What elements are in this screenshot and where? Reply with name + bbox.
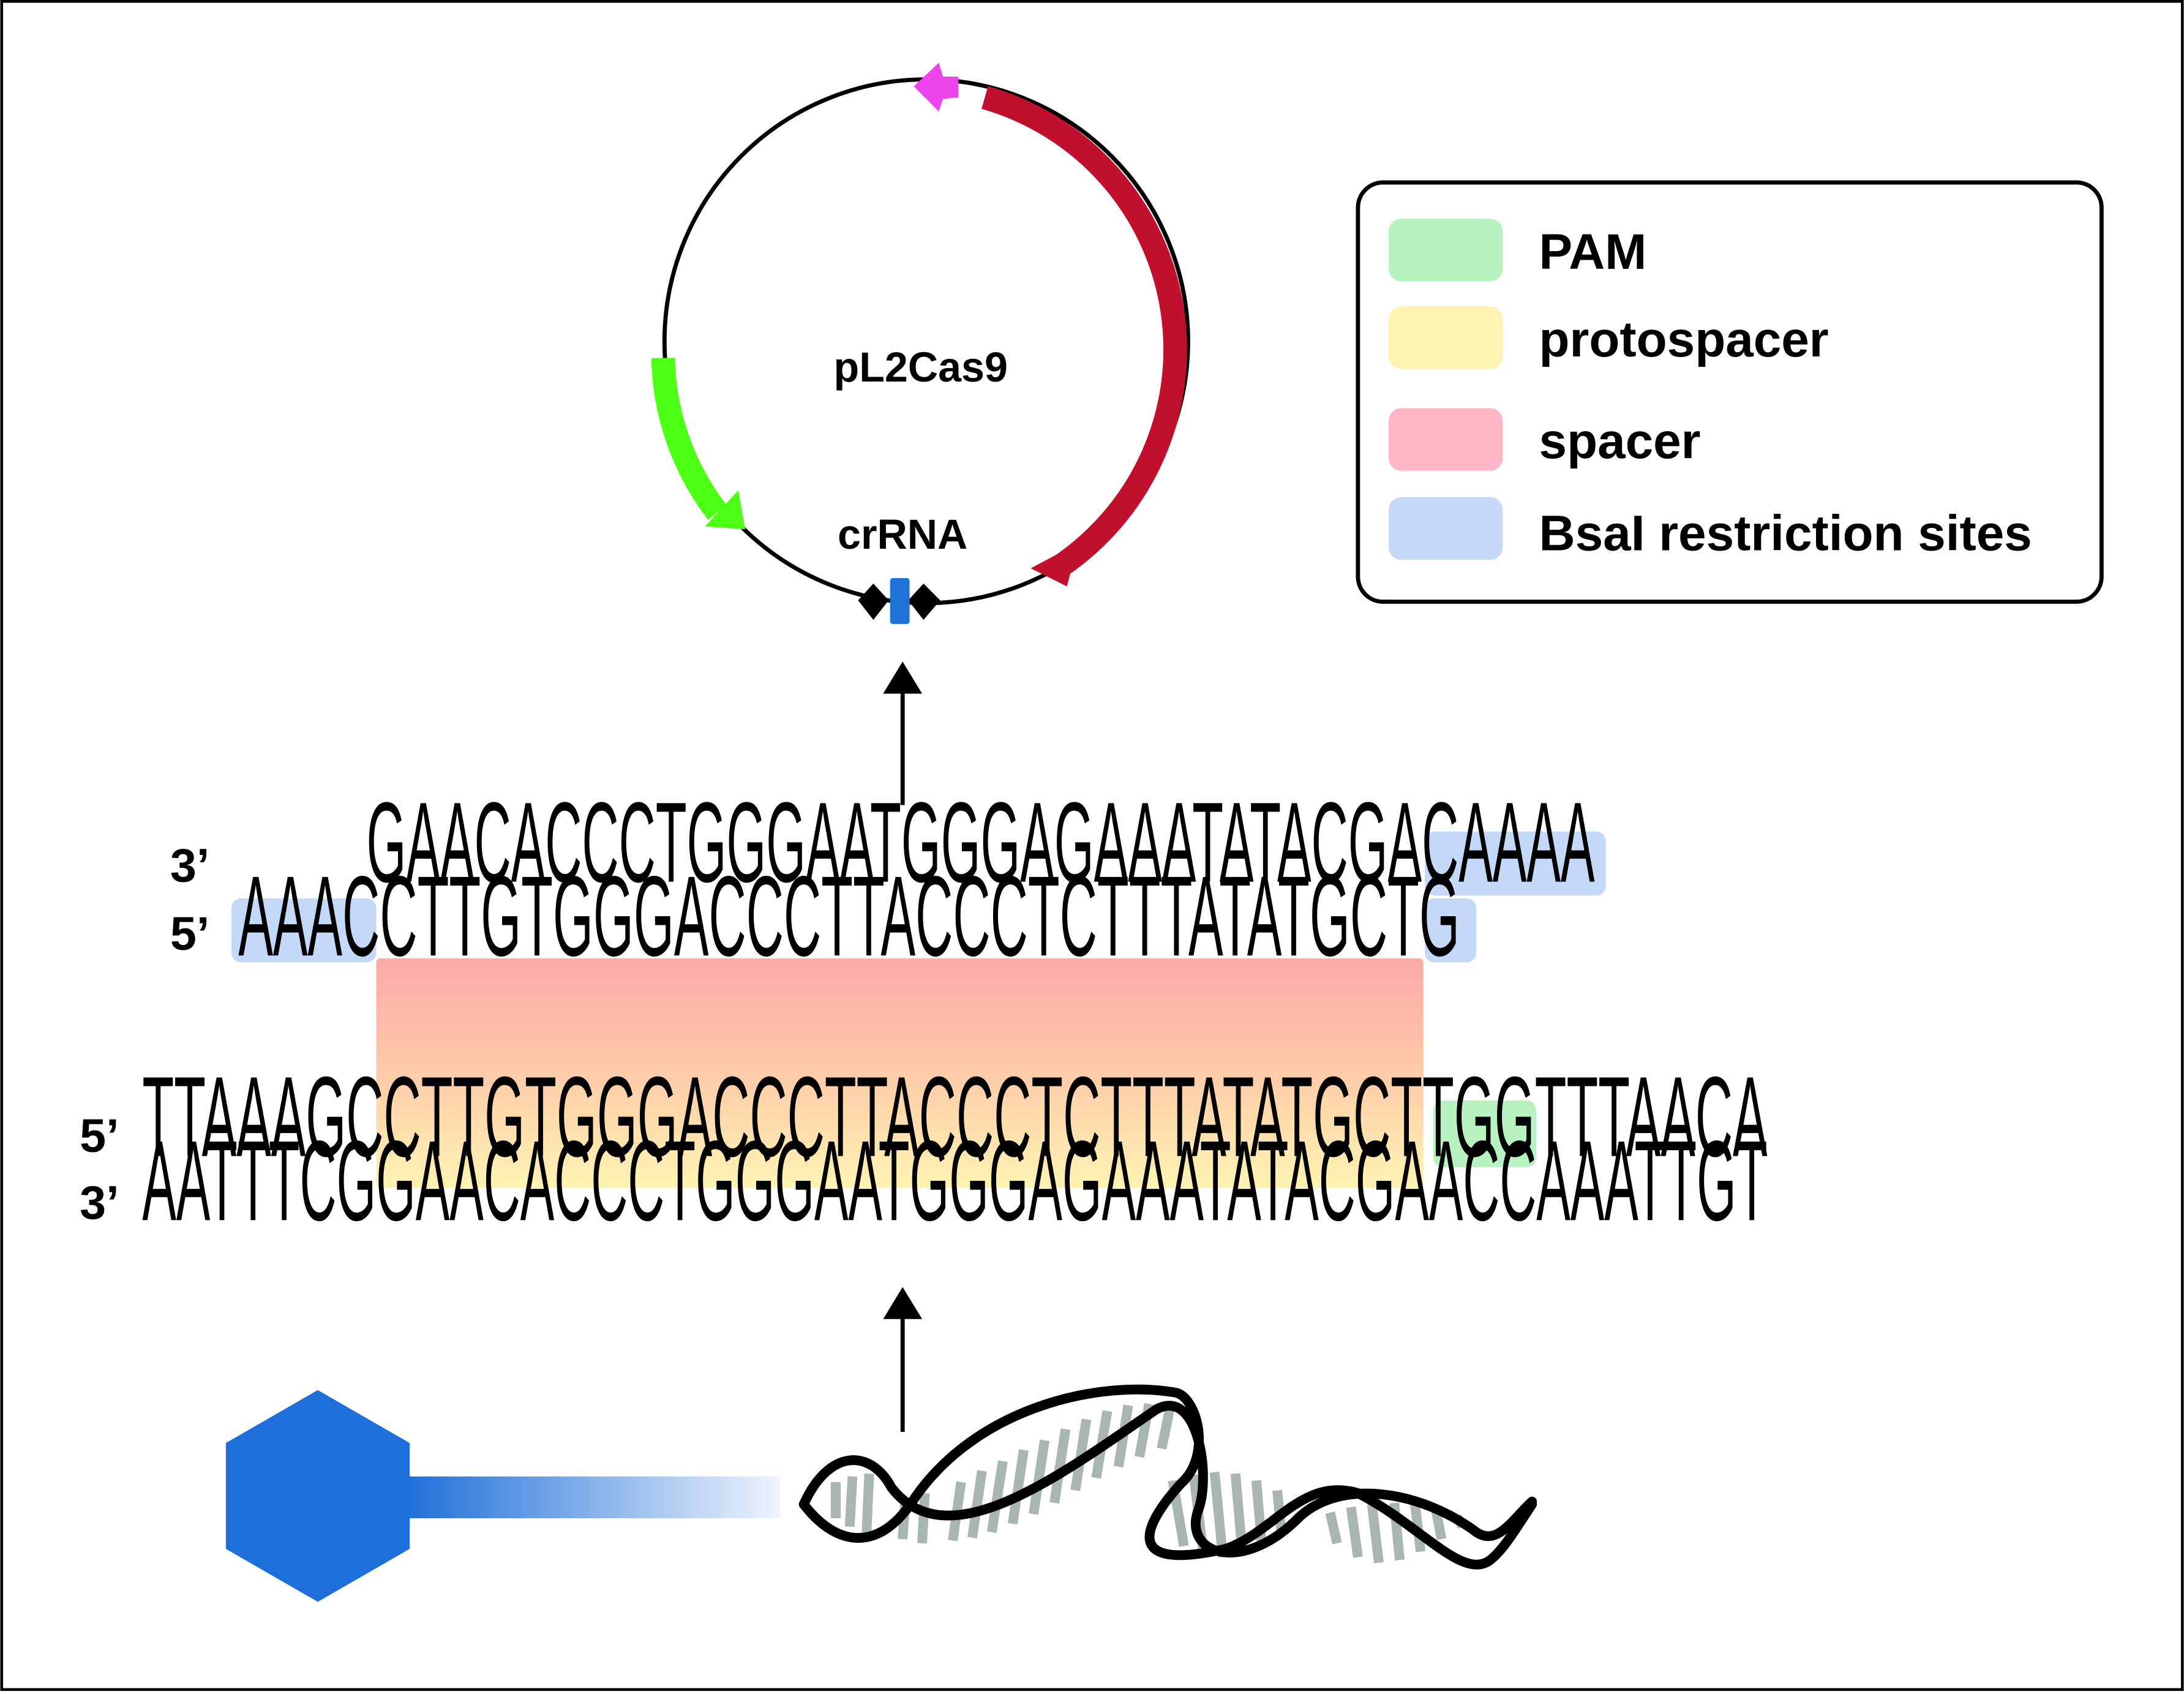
spacer-protospacer-highlight xyxy=(376,958,1424,1188)
target-top-sequence: TTAAAGCCTTGTGGGACCCTTACCCTCTTTATATGCTTGG… xyxy=(142,1053,1767,1181)
phage-head xyxy=(225,1390,410,1602)
legend-swatch-spacer xyxy=(1388,408,1503,471)
target-bottom-end: 3’ xyxy=(80,1176,119,1229)
cas9-arrow xyxy=(981,86,1187,579)
green-arrowhead xyxy=(705,490,746,530)
plasmid-name: pL2Cas9 xyxy=(834,344,1008,391)
oligo-top-end: 3’ xyxy=(170,840,209,892)
bsai-site-bottom-right xyxy=(1425,898,1477,963)
repeat-diamond-left xyxy=(858,583,889,620)
magenta-arrow xyxy=(914,62,959,111)
phage-icon xyxy=(225,1390,781,1602)
target-bottom-sequence: AATTTCGGAACACCCTGGGAATGGGAGAAATATACGAACC… xyxy=(142,1116,1767,1244)
legend: PAM protospacer spacer BsaI restriction … xyxy=(1356,180,2104,604)
crRNA-label: crRNA xyxy=(838,511,967,558)
target-duplex: 5’ TTAAAGCCTTGTGGGACCCTTACCCTCTTTATATGCT… xyxy=(80,1053,1768,1245)
legend-box xyxy=(1356,180,2104,604)
legend-label-spacer: spacer xyxy=(1539,413,1701,469)
legend-label-protospacer: protospacer xyxy=(1539,312,1829,367)
repeat-diamond-right xyxy=(908,583,940,620)
pam-highlight xyxy=(1433,1100,1537,1167)
legend-swatch-bsai xyxy=(1388,497,1503,560)
plasmid-map: pL2Cas9 crRNA xyxy=(651,62,1190,624)
bsai-site-top xyxy=(1425,831,1606,896)
green-arrow xyxy=(651,357,727,520)
dna-strand-1 xyxy=(798,1401,1537,1557)
dna-strand-2 xyxy=(798,1384,1537,1570)
legend-swatch-pam xyxy=(1388,219,1503,282)
bsai-site-bottom xyxy=(231,898,377,963)
oligo-bottom-end: 5’ xyxy=(170,908,209,960)
phage-tail xyxy=(403,1476,781,1518)
up-arrow-icon xyxy=(883,661,923,805)
oligo-duplex: 3’ GAACACCCTGGGAATGGGAGAAATATACGACAAAA 5… xyxy=(170,778,1595,981)
dna-helix-icon xyxy=(798,1384,1537,1570)
target-top-end: 5’ xyxy=(80,1110,119,1162)
up-arrow-icon xyxy=(883,1287,923,1432)
legend-label-pam: PAM xyxy=(1539,224,1647,280)
cas9-arrowhead xyxy=(1030,543,1078,587)
oligo-top-sequence: GAACACCCTGGGAATGGGAGAAATATACGACAAAA xyxy=(367,778,1595,906)
legend-swatch-protospacer xyxy=(1388,306,1503,369)
crRNA-block xyxy=(890,578,910,624)
legend-label-bsai: BsaI restriction sites xyxy=(1539,505,2032,561)
oligo-bottom-sequence: AAACCTTGTGGGACCCTTACCCTCTTTATATGCTG xyxy=(238,852,1460,980)
